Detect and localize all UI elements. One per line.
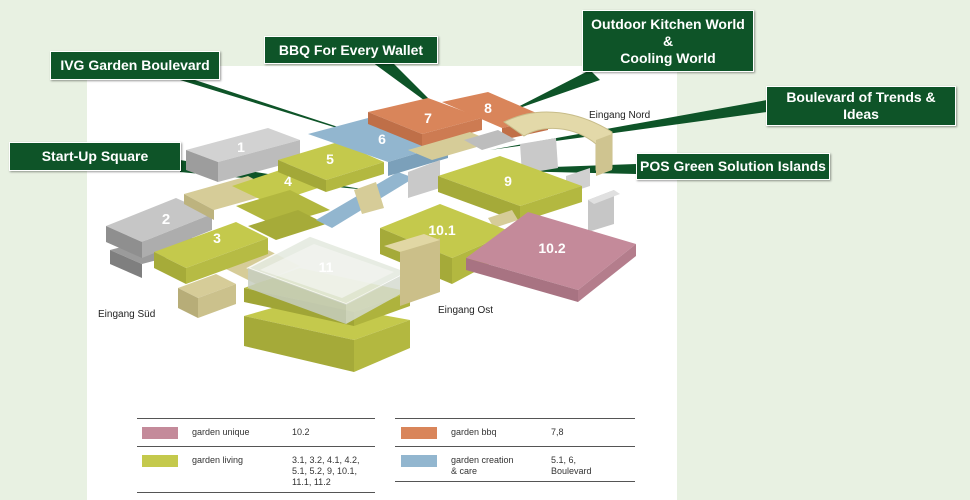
- callout-outdoor-kitchen[interactable]: Outdoor Kitchen World & Cooling World: [582, 10, 754, 72]
- hall-label-6: 6: [378, 131, 386, 147]
- callout-bbq-every-wallet[interactable]: BBQ For Every Wallet: [264, 36, 438, 64]
- north-entrance-structure: [503, 111, 620, 232]
- callout-ivg-garden-boulevard[interactable]: IVG Garden Boulevard: [50, 51, 220, 80]
- callout-start-up-square[interactable]: Start-Up Square: [9, 142, 181, 171]
- hall-1[interactable]: 1: [186, 128, 300, 182]
- pointer-pos-green: [468, 164, 637, 174]
- callout-text-line1: Boulevard of Trends &: [786, 89, 936, 105]
- entrance-label-south: Eingang Süd: [98, 309, 155, 320]
- callout-text: BBQ For Every Wallet: [278, 41, 424, 58]
- hall-label-10-2: 10.2: [538, 240, 565, 256]
- hall-label-4: 4: [284, 173, 292, 189]
- callout-text-line3: Cooling World: [620, 49, 716, 66]
- hall-2[interactable]: 2: [106, 198, 212, 278]
- callout-text-line1: Outdoor Kitchen World: [591, 15, 745, 32]
- hall-3[interactable]: 3: [154, 222, 268, 284]
- hall-label-5: 5: [326, 151, 334, 167]
- hall-11[interactable]: 11: [244, 234, 440, 372]
- callout-boulevard-trends[interactable]: Boulevard of Trends & Ideas: [766, 86, 956, 126]
- pointer-boulevard-trends: [490, 100, 767, 150]
- callout-text: IVG Garden Boulevard: [60, 57, 210, 73]
- callout-text-line2: Ideas: [843, 106, 879, 122]
- callout-pos-green-solution[interactable]: POS Green Solution Islands: [636, 153, 830, 180]
- pointer-outdoor-kitchen: [508, 70, 600, 112]
- hall-10-2[interactable]: 10.2: [466, 212, 636, 302]
- entrance-label-north: Eingang Nord: [589, 110, 650, 121]
- callout-text-line2: &: [662, 32, 674, 49]
- entrance-label-east: Eingang Ost: [438, 305, 493, 316]
- hall-label-10-1: 10.1: [428, 222, 455, 238]
- hall-label-8: 8: [484, 100, 492, 116]
- hall-label-11: 11: [319, 259, 334, 275]
- callout-text: Start-Up Square: [41, 148, 149, 164]
- callout-text: POS Green Solution Islands: [640, 158, 826, 174]
- hall-7[interactable]: 7: [368, 98, 482, 146]
- hall-label-2: 2: [162, 211, 170, 228]
- hall-label-3: 3: [213, 230, 221, 246]
- hall-5[interactable]: 5: [278, 142, 384, 192]
- central-connector: [408, 130, 516, 198]
- hall-9[interactable]: 9: [438, 156, 582, 228]
- hall-label-1: 1: [237, 139, 245, 155]
- boulevard-strip[interactable]: [316, 172, 414, 228]
- hall-label-7: 7: [424, 110, 432, 126]
- hall-label-9: 9: [504, 173, 512, 189]
